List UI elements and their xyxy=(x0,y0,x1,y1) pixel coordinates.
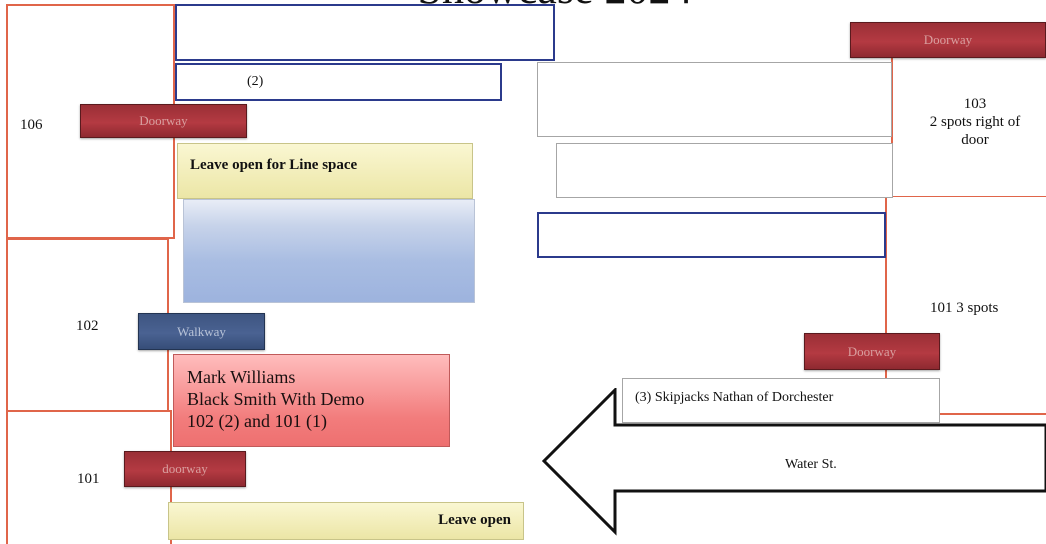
stall-top-wide xyxy=(175,4,555,61)
room-101-left-label: 101 xyxy=(77,471,100,487)
water-street-arrow xyxy=(541,388,1046,536)
room-102-label: 102 xyxy=(76,318,99,334)
stall-mark-williams-text: Mark Williams Black Smith With Demo 102 … xyxy=(187,367,365,431)
stall-count-2: (2) xyxy=(175,63,502,101)
stall-count-2-label: (2) xyxy=(247,74,264,89)
room-103-label: 103 2 spots right of door xyxy=(929,96,1021,148)
building-103 xyxy=(891,58,1046,198)
stall-leave-open-label: Leave open xyxy=(438,512,511,528)
stall-leave-open: Leave open xyxy=(168,502,524,540)
doorway-106: Doorway xyxy=(80,104,247,138)
doorway-101-right: Doorway xyxy=(804,333,940,370)
street-arrow-shape xyxy=(541,388,1046,536)
stall-skipjacks: (3) Skipjacks Nathan of Dorchester xyxy=(622,378,940,423)
stall-mark-williams: Mark Williams Black Smith With Demo 102 … xyxy=(173,354,450,447)
doorway-103: Doorway xyxy=(850,22,1046,58)
doorway-101-left: doorway xyxy=(124,451,246,487)
walkway-102: Walkway xyxy=(138,313,265,350)
map-title: Showcase 2024 xyxy=(370,0,740,12)
stall-right-2 xyxy=(556,143,893,198)
stall-leave-open-line: Leave open for Line space xyxy=(177,143,473,199)
stall-right-3 xyxy=(537,212,886,258)
stall-right-1 xyxy=(537,62,892,137)
water-area xyxy=(183,199,475,303)
stall-skipjacks-label: (3) Skipjacks Nathan of Dorchester xyxy=(635,390,834,405)
room-101-right-label: 101 3 spots xyxy=(930,300,999,316)
room-106-label: 106 xyxy=(20,117,43,133)
stall-leave-open-line-label: Leave open for Line space xyxy=(190,157,358,173)
water-street-label: Water St. xyxy=(785,457,837,472)
